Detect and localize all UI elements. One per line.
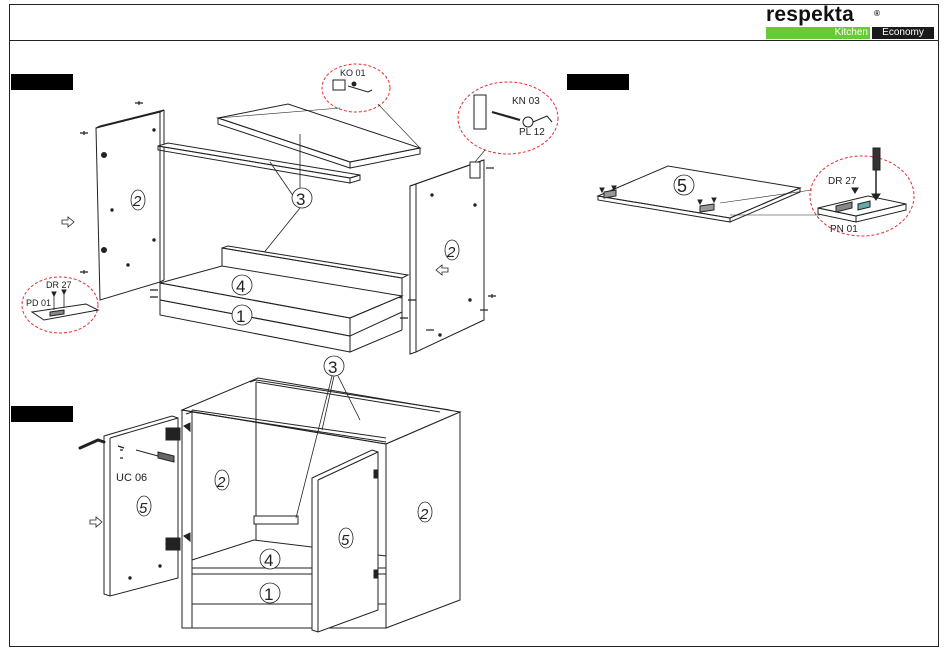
label-shelf-4-step3: 4 — [264, 551, 273, 570]
label-kn03: KN 03 — [512, 96, 540, 107]
label-bottom-1: 1 — [236, 307, 245, 326]
label-pd01: PD 01 — [26, 298, 51, 308]
label-bottom-1-step3: 1 — [264, 585, 273, 604]
callout-dr27-pn01: DR 27 PN 01 — [810, 148, 914, 236]
label-ko01: KO 01 — [340, 68, 366, 78]
label-right-side-2: 2 — [446, 244, 456, 261]
top-rails — [158, 104, 420, 183]
label-pl12: PL 12 — [519, 127, 545, 138]
label-shelf-4: 4 — [236, 277, 245, 296]
label-door-5-step3-left: 5 — [139, 500, 148, 517]
label-door-5-step2: 5 — [677, 176, 687, 196]
label-side-2-step3-right: 2 — [419, 506, 429, 523]
label-side-2-step3-left: 2 — [216, 474, 226, 491]
label-left-side-2: 2 — [132, 193, 142, 210]
label-door-5-step3-right: 5 — [341, 532, 350, 549]
step2-group: 5 DR 27 PN 01 — [598, 148, 914, 236]
callout-dr27-pd01: DR 27 PD 01 — [22, 277, 98, 333]
label-rails-3-step3: 3 — [328, 358, 337, 377]
base-and-shelf — [150, 246, 416, 352]
label-dr27-step1: DR 27 — [46, 280, 72, 290]
label-pn01: PN 01 — [830, 224, 858, 235]
callout-kn03-pl12: KN 03 PL 12 — [458, 82, 558, 162]
label-rails-3: 3 — [296, 190, 305, 209]
step1-group: 2 3 — [22, 64, 558, 354]
step3-group: 4 1 2 2 3 5 — [80, 356, 460, 632]
label-uc06: UC 06 — [116, 472, 147, 484]
label-dr27-step2: DR 27 — [828, 176, 857, 187]
left-side-panel — [62, 101, 168, 300]
